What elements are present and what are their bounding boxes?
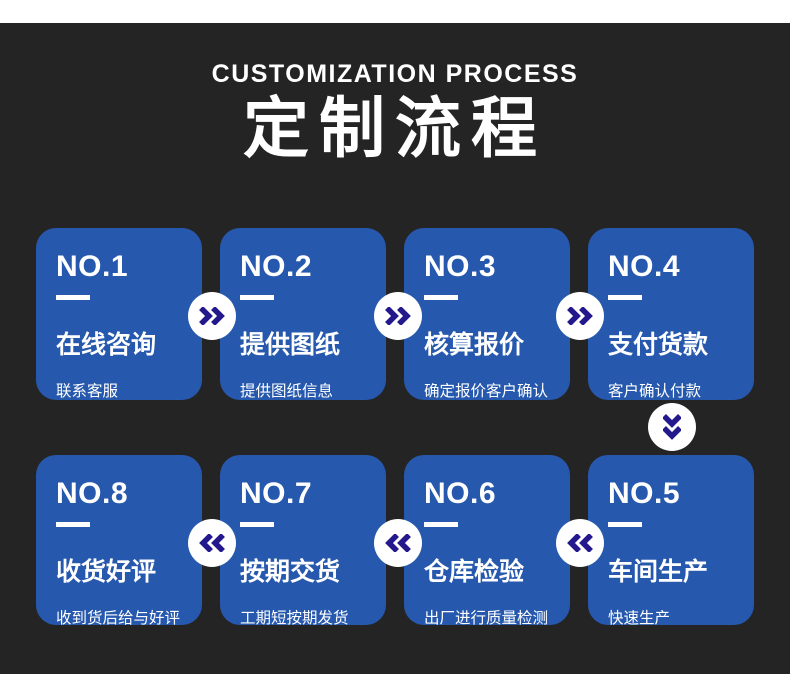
- underline-bar: [424, 295, 458, 300]
- arrow-circle-6-7: [374, 519, 422, 567]
- process-card-no2: NO.2 提供图纸 提供图纸信息: [220, 228, 386, 400]
- step-number: NO.4: [608, 250, 681, 283]
- arrow-circle-1-2: [188, 292, 236, 340]
- step-title: 仓库检验: [424, 558, 525, 586]
- underline-bar: [56, 295, 90, 300]
- step-number: NO.2: [240, 250, 313, 283]
- underline-bar: [424, 522, 458, 527]
- process-card-no1: NO.1 在线咨询 联系客服: [36, 228, 202, 400]
- arrow-circle-2-3: [374, 292, 422, 340]
- arrow-circle-4-5: [648, 403, 696, 451]
- double-chevron-right-icon: [385, 307, 411, 325]
- process-card-no4: NO.4 支付货款 客户确认付款: [588, 228, 754, 400]
- page-title: 定制流程: [243, 91, 547, 165]
- top-white-strip: [0, 0, 790, 23]
- step-description: 联系客服: [56, 383, 119, 400]
- double-chevron-right-icon: [199, 307, 225, 325]
- process-row-bottom: NO.8 收货好评 收到货后给与好评 NO.7 按期交货 工期短按期发货 NO.…: [36, 455, 754, 627]
- step-description: 收到货后给与好评: [56, 610, 181, 627]
- double-chevron-down-icon: [663, 414, 681, 440]
- double-chevron-left-icon: [199, 534, 225, 552]
- process-row-top: NO.1 在线咨询 联系客服 NO.2 提供图纸 提供图纸信息 NO.3 核算报…: [36, 228, 754, 400]
- step-number: NO.3: [424, 250, 497, 283]
- underline-bar: [608, 295, 642, 300]
- step-number: NO.5: [608, 477, 681, 510]
- step-number: NO.8: [56, 477, 129, 510]
- process-card-no7: NO.7 按期交货 工期短按期发货: [220, 455, 386, 627]
- arrow-circle-5-6: [556, 519, 604, 567]
- step-title: 核算报价: [424, 331, 525, 359]
- process-card-no5: NO.5 车间生产 快速生产: [588, 455, 754, 627]
- step-title: 提供图纸: [240, 331, 341, 359]
- process-card-no8: NO.8 收货好评 收到货后给与好评: [36, 455, 202, 627]
- step-title: 收货好评: [56, 558, 157, 586]
- arrow-circle-3-4: [556, 292, 604, 340]
- step-number: NO.7: [240, 477, 313, 510]
- header-subtitle: CUSTOMIZATION PROCESS: [211, 60, 579, 88]
- process-card-no6: NO.6 仓库检验 出厂进行质量检测: [404, 455, 570, 627]
- arrow-circle-7-8: [188, 519, 236, 567]
- double-chevron-left-icon: [567, 534, 593, 552]
- step-title: 车间生产: [608, 558, 709, 586]
- underline-bar: [240, 295, 274, 300]
- step-title: 在线咨询: [56, 331, 157, 359]
- step-title: 支付货款: [608, 331, 709, 359]
- step-description: 提供图纸信息: [240, 383, 334, 400]
- double-chevron-left-icon: [385, 534, 411, 552]
- underline-bar: [56, 522, 90, 527]
- step-description: 出厂进行质量检测: [424, 610, 549, 627]
- step-title: 按期交货: [240, 558, 341, 586]
- step-number: NO.1: [56, 250, 129, 283]
- step-description: 客户确认付款: [608, 383, 702, 400]
- step-description: 确定报价客户确认: [424, 383, 549, 400]
- step-description: 快速生产: [608, 610, 671, 627]
- underline-bar: [240, 522, 274, 527]
- double-chevron-right-icon: [567, 307, 593, 325]
- process-card-no3: NO.3 核算报价 确定报价客户确认: [404, 228, 570, 400]
- underline-bar: [608, 522, 642, 527]
- step-number: NO.6: [424, 477, 497, 510]
- step-description: 工期短按期发货: [240, 610, 349, 627]
